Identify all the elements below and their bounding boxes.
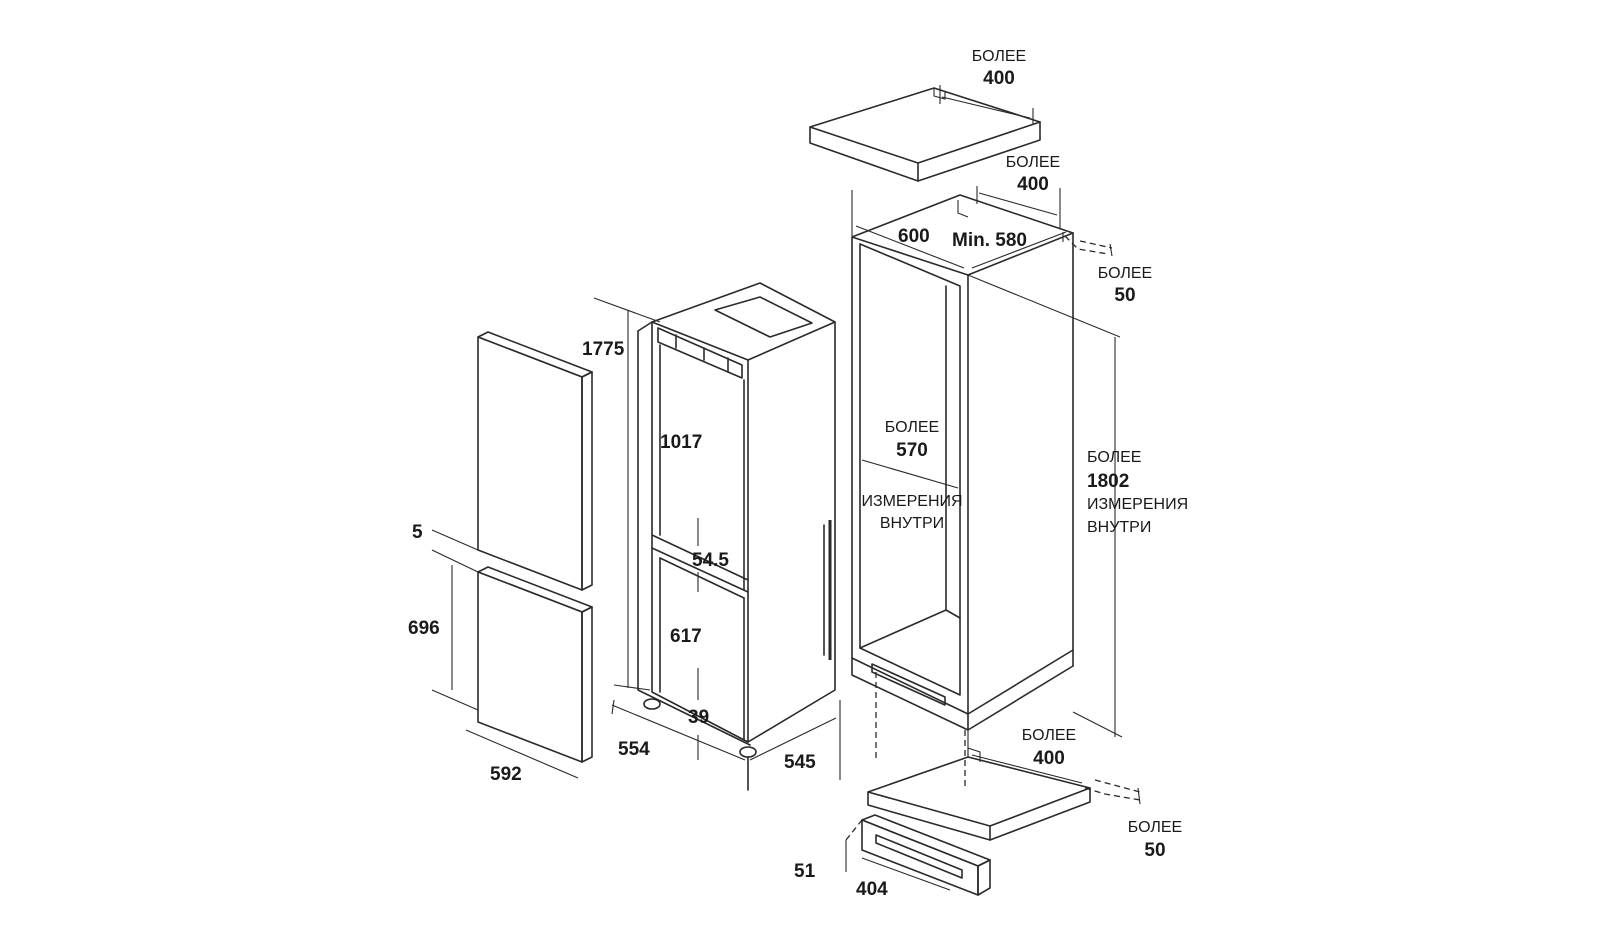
appliance-height-dim: [593, 297, 661, 691]
cabinet-width-value: 600: [898, 226, 930, 247]
cabinet-top-more-label: БОЛЕЕ: [1005, 154, 1061, 171]
inner-height-inside-label-2: ВНУТРИ: [1087, 519, 1152, 536]
gap-value: 54.5: [692, 550, 729, 571]
plinth-width-value: 404: [856, 879, 888, 900]
panel-gap-dim: [431, 529, 479, 573]
appliance: [637, 282, 836, 791]
cabinet-min-depth-value: Min. 580: [952, 230, 1027, 251]
panel-gap-value: 5: [412, 522, 423, 543]
top-panel-depth-value: 400: [983, 68, 1015, 89]
panel-height-dim: [431, 565, 479, 711]
plinth-height-value: 51: [794, 861, 816, 882]
inner-height-inside-label-1: ИЗМЕРЕНИЯ: [1087, 496, 1189, 513]
bottom-shelf-depth-dim: [967, 730, 1083, 784]
inner-width-inside-label-1: ИЗМЕРЕНИЯ: [861, 493, 963, 510]
lower-door-height-value: 617: [670, 626, 702, 647]
bottom-shelf: [867, 747, 1091, 841]
top-panel-more-label: БОЛЕЕ: [971, 48, 1027, 65]
plinth-guides: [875, 672, 966, 790]
inner-height-more-label: БОЛЕЕ: [1087, 449, 1142, 466]
plinth: [861, 814, 991, 896]
door-panels: [477, 331, 593, 763]
rear-gap-top-dim: [1064, 235, 1113, 257]
cabinet-depth-dim: [971, 231, 1067, 269]
rear-gap-bottom-value: 50: [1144, 840, 1166, 861]
inner-width-more-label: БОЛЕЕ: [884, 419, 940, 436]
appliance-base-dims: [611, 699, 841, 780]
inner-height-value: 1802: [1087, 471, 1130, 492]
inner-width-dim: [861, 459, 959, 489]
inner-height-dim: [967, 274, 1123, 738]
cabinet-width-dim: [851, 190, 965, 269]
cabinet-top-depth-dim: [976, 186, 1061, 228]
rear-gap-bottom-dim: [1084, 779, 1141, 805]
inner-width-value: 570: [896, 440, 928, 461]
rear-gap-top-value: 50: [1114, 285, 1136, 306]
inner-width-inside-label-2: ВНУТРИ: [879, 515, 945, 532]
plinth-gap-value: 39: [688, 707, 710, 728]
top-panel-depth-dim: [939, 85, 1034, 125]
panel-lower-height-value: 696: [408, 618, 440, 639]
appliance-depth-value: 545: [784, 752, 816, 773]
bottom-shelf-more-label: БОЛЕЕ: [1021, 727, 1077, 744]
rear-gap-bottom-more-label: БОЛЕЕ: [1127, 819, 1183, 836]
cabinet: [851, 194, 1074, 731]
plinth-height-dim: [845, 819, 863, 872]
appliance-width-value: 554: [618, 739, 650, 760]
panel-width-value: 592: [490, 764, 522, 785]
cabinet-top-depth-value: 400: [1017, 174, 1049, 195]
bottom-shelf-depth-value: 400: [1033, 748, 1065, 769]
panel-width-dim: [465, 729, 579, 779]
plinth-width-dim: [861, 857, 951, 891]
appliance-height-value: 1775: [582, 339, 625, 360]
rear-gap-top-more-label: БОЛЕЕ: [1097, 265, 1153, 282]
upper-door-height-value: 1017: [660, 432, 703, 453]
